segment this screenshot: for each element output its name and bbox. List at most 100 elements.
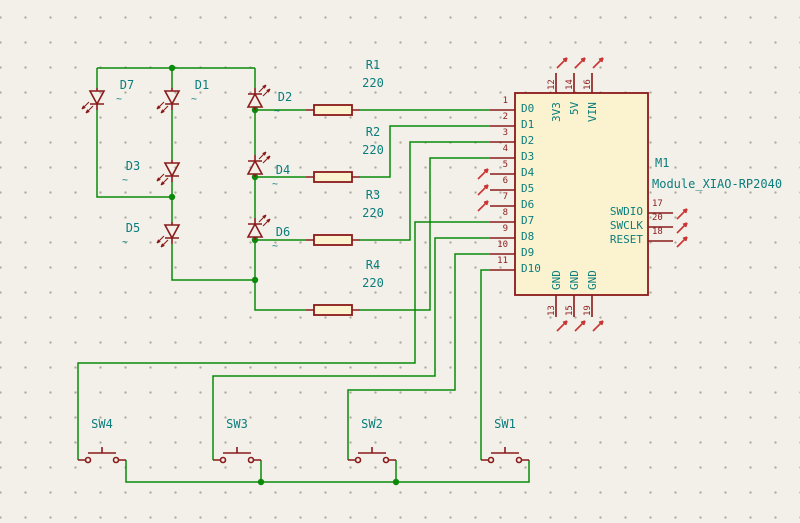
pin-number: 12 <box>547 79 557 90</box>
pin-name: VIN <box>586 102 599 122</box>
component-D6-led[interactable] <box>247 214 271 241</box>
pin-number: 17 <box>652 199 663 209</box>
component-ref[interactable]: D1 <box>194 78 210 92</box>
component-ref[interactable]: D6 <box>275 225 291 239</box>
pin-number: 20 <box>652 213 663 223</box>
pin-name: SWCLK <box>609 219 643 232</box>
component-SW4-switch[interactable] <box>77 446 127 464</box>
wire[interactable] <box>347 253 490 460</box>
pin-name: D8 <box>521 230 535 243</box>
wire[interactable] <box>212 237 490 460</box>
pin-number: 16 <box>583 79 593 90</box>
component-ref[interactable]: R1 <box>365 58 381 72</box>
component-value[interactable]: Module_XIAO-RP2040 <box>652 177 783 191</box>
component-SW2-switch[interactable] <box>347 446 397 464</box>
component-ref[interactable]: R2 <box>365 125 381 139</box>
component-R1[interactable] <box>305 104 361 116</box>
wire[interactable] <box>360 125 490 178</box>
component-D4-led[interactable] <box>247 151 271 178</box>
pin-number: 3 <box>502 128 508 138</box>
component-value[interactable]: 220 <box>362 143 384 157</box>
pin-number: 10 <box>497 240 508 250</box>
erc-arrow-icon <box>676 236 688 248</box>
erc-arrow-icon <box>676 208 688 220</box>
component-ref[interactable]: D2 <box>277 90 293 104</box>
pin-number: 5 <box>502 160 508 170</box>
pin-number: 8 <box>502 208 508 218</box>
pin-name: D7 <box>521 214 535 227</box>
module-pin-stubs <box>490 73 673 317</box>
wire[interactable] <box>77 221 490 460</box>
pin-number: 7 <box>502 192 508 202</box>
pin-number: 11 <box>497 256 508 266</box>
component-ref[interactable]: SW1 <box>494 417 516 431</box>
component-D1-led[interactable] <box>156 87 180 114</box>
component-ref[interactable]: D4 <box>275 163 291 177</box>
component-value[interactable]: ~ <box>115 94 123 105</box>
pin-name: 5V <box>568 101 581 115</box>
component-ref[interactable]: R3 <box>365 188 381 202</box>
erc-arrow-icon <box>592 57 604 69</box>
pin-number: 1 <box>502 96 508 106</box>
component-value[interactable]: ~ <box>273 106 281 117</box>
component-R4[interactable] <box>305 304 361 316</box>
component-value[interactable]: ~ <box>271 179 279 190</box>
erc-arrow-icon <box>574 57 586 69</box>
wire[interactable] <box>125 460 530 483</box>
pin-number: 4 <box>502 144 508 154</box>
component-M1-module[interactable]: 3V3 5V VIN 12 14 16 GND GND GND 13 15 19 <box>490 73 673 317</box>
component-D5-led[interactable] <box>156 221 180 248</box>
component-ref[interactable]: D7 <box>119 78 135 92</box>
wire[interactable] <box>360 141 490 241</box>
wire[interactable] <box>254 240 306 311</box>
component-value[interactable]: ~ <box>190 94 198 105</box>
pin-number: 19 <box>583 305 593 316</box>
junction-dot <box>251 276 259 284</box>
junction-dot <box>168 193 176 201</box>
pin-number: 15 <box>565 305 575 316</box>
component-value[interactable]: 220 <box>362 276 384 290</box>
component-ref[interactable]: SW4 <box>91 417 113 431</box>
pin-name: D9 <box>521 246 535 259</box>
component-D3-led[interactable] <box>156 159 180 186</box>
component-value[interactable]: 220 <box>362 206 384 220</box>
component-value[interactable]: ~ <box>121 237 129 248</box>
component-R2[interactable] <box>305 171 361 183</box>
component-ref[interactable]: SW2 <box>361 417 383 431</box>
erc-arrow-icon <box>676 222 688 234</box>
pin-number: 18 <box>652 227 663 237</box>
pin-name: D4 <box>521 166 535 179</box>
component-ref[interactable]: M1 <box>655 156 670 170</box>
pin-name: D6 <box>521 198 535 211</box>
component-ref[interactable]: SW3 <box>226 417 248 431</box>
component-SW3-switch[interactable] <box>212 446 262 464</box>
component-value[interactable]: ~ <box>271 241 279 252</box>
pin-number: 14 <box>565 79 575 90</box>
junction-dot <box>392 478 400 486</box>
wire[interactable] <box>480 269 490 460</box>
component-value[interactable]: 220 <box>362 76 384 90</box>
pin-name: D10 <box>521 262 541 275</box>
pin-name: GND <box>586 270 599 290</box>
wires <box>77 67 530 483</box>
erc-arrow-icon <box>592 320 604 332</box>
component-ref[interactable]: D5 <box>125 221 141 235</box>
wire[interactable] <box>171 244 255 281</box>
component-value[interactable]: ~ <box>121 175 129 186</box>
module-body[interactable] <box>514 92 649 296</box>
component-SW1-switch[interactable] <box>480 446 530 464</box>
pin-name: SWDIO <box>609 205 643 218</box>
component-ref[interactable]: R4 <box>365 258 381 272</box>
component-ref[interactable]: D3 <box>125 159 141 173</box>
erc-arrow-icon <box>556 320 568 332</box>
wire[interactable] <box>360 157 490 311</box>
wire[interactable] <box>96 110 172 198</box>
erc-arrow-icon <box>556 57 568 69</box>
component-D7-led[interactable] <box>81 87 105 114</box>
pin-number: 6 <box>502 176 508 186</box>
junction-dot <box>168 64 176 72</box>
pin-name: GND <box>550 270 563 290</box>
component-R3[interactable] <box>305 234 361 246</box>
